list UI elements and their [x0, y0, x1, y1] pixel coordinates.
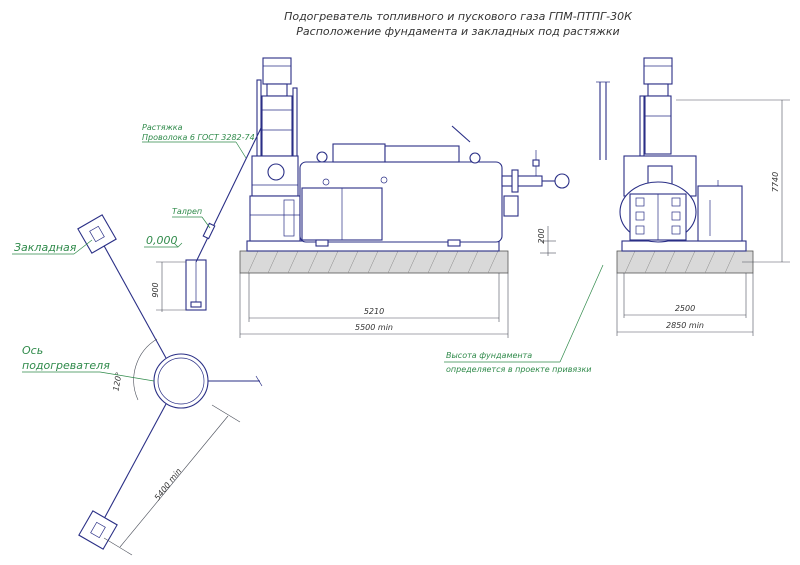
turnbuckle-leader: Талреп [172, 207, 211, 229]
foundation-note-line-2: определяется в проекте привязки [446, 365, 592, 374]
dim-5210-text: 5210 [364, 307, 384, 316]
guy-wire-spec: Проволока 6 ГОСТ 3282-74 [142, 133, 255, 142]
foundation-note-line-1: Высота фундамента [446, 351, 532, 360]
front-view [596, 57, 754, 274]
dim-2500: 2500 [623, 273, 747, 318]
plan-view: 120° 5400 min Закладная Ось подогревател… [12, 214, 263, 556]
angle-arc [133, 338, 158, 401]
front-side-cabinet [697, 180, 743, 242]
guy-wire-label: Растяжка [142, 123, 183, 132]
dim-5210: 5210 [248, 273, 500, 322]
dim-5400-text: 5400 min [153, 467, 183, 502]
embedded-part-label: Закладная [14, 241, 77, 254]
title-line-1: Подогреватель топливного и пускового газ… [284, 10, 633, 23]
guy-wire-side [195, 125, 263, 263]
zero-level-label: 0,000 [146, 234, 178, 247]
anchor-plate-lower [78, 510, 118, 550]
side-support-left [315, 239, 329, 247]
dim-7740: 7740 [676, 99, 790, 263]
dim-200: 200 [537, 226, 556, 256]
front-foundation [616, 250, 754, 274]
foundation-note: Высота фундамента определяется в проекте… [444, 264, 604, 374]
dim-5500-text: 5500 min [355, 323, 393, 332]
turnbuckle-label: Талреп [172, 207, 202, 216]
dim-2850-text: 2850 min [666, 321, 704, 330]
dim-5500: 5500 min [239, 273, 509, 338]
dim-2850: 2850 min [616, 273, 754, 336]
guy-wire-leader: Растяжка Проволока 6 ГОСТ 3282-74 [142, 123, 255, 159]
guy-wire-upper [96, 232, 167, 359]
embedded-label: Закладная [12, 239, 93, 255]
anchor-pit [185, 259, 207, 311]
anchor-plate-upper [77, 214, 117, 254]
axis-label-line-2: подогревателя [22, 359, 110, 372]
side-foundation [239, 250, 509, 274]
side-cabinet [301, 176, 388, 241]
dim-2500-text: 2500 [675, 304, 695, 313]
dim-900: 900 [151, 261, 186, 312]
turnbuckle [202, 222, 216, 240]
dim-5400-line [119, 415, 229, 548]
front-chimney [639, 57, 673, 157]
front-skid [621, 240, 747, 252]
dim-900-text: 900 [151, 282, 160, 297]
side-support-right [447, 239, 461, 247]
title-line-2: Расположение фундамента и закладных под … [296, 25, 619, 38]
axis-label: Ось подогревателя [22, 344, 155, 382]
dim-200-text: 200 [537, 228, 546, 243]
angle-120-text: 120° [111, 371, 123, 392]
axis-label-line-1: Ось [22, 344, 43, 357]
side-chimney [256, 57, 298, 161]
side-outlet-pipe [501, 150, 570, 217]
side-view [239, 57, 570, 274]
heater-circle [153, 353, 209, 409]
dim-7740-text: 7740 [771, 172, 780, 192]
side-burner-block [249, 155, 301, 242]
front-vessel [619, 155, 697, 243]
zero-level-mark: 0,000 [144, 234, 183, 248]
guy-wire-lower [97, 403, 167, 531]
front-ladder [596, 81, 610, 160]
